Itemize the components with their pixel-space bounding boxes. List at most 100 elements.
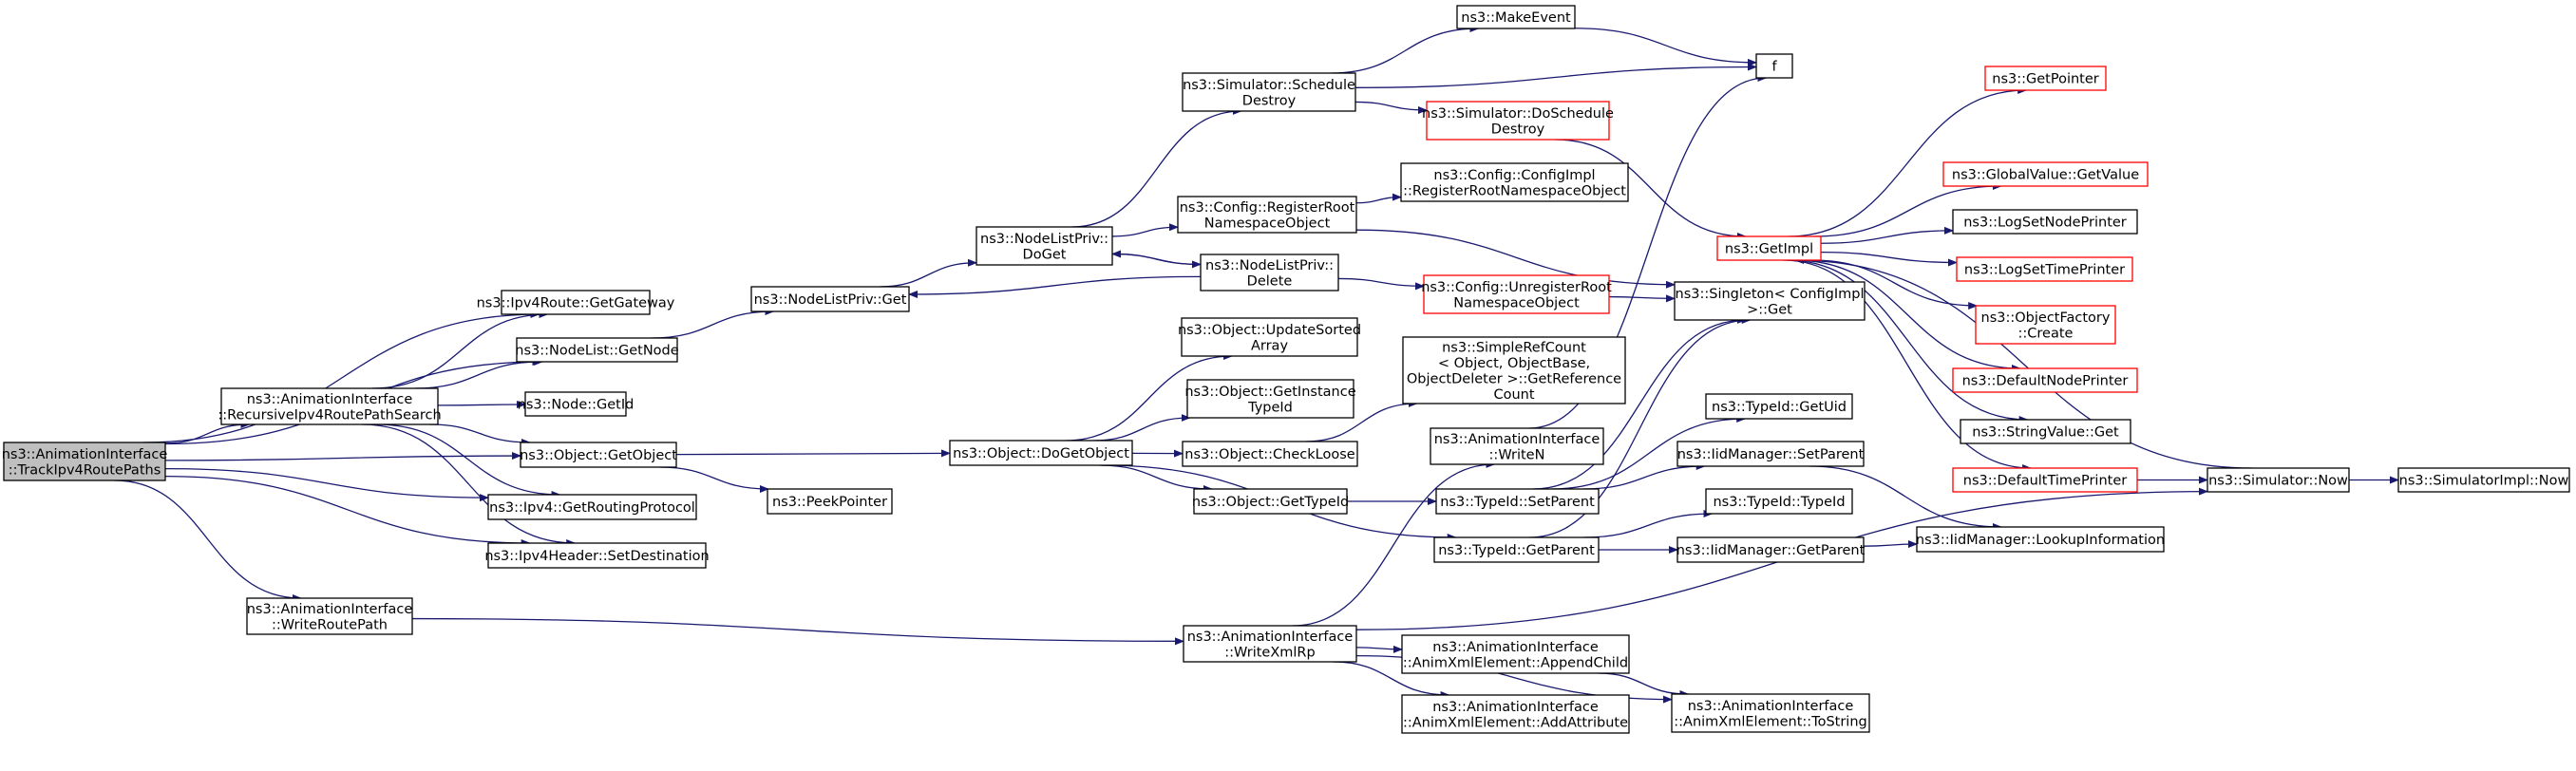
node-label: ::RecursiveIpv4RoutePathSearch	[218, 407, 441, 423]
node-simulatorNow[interactable]: ns3::Simulator::Now	[2207, 467, 2350, 493]
node-label: ::Create	[2018, 326, 2074, 341]
node-getPointer[interactable]: ns3::GetPointer	[1984, 66, 2107, 91]
edge-doGetObject-to-updateSorted	[1065, 352, 1234, 442]
node-setDestination[interactable]: ns3::Ipv4Header::SetDestination	[484, 542, 710, 569]
node-box	[1183, 625, 1357, 663]
node-label: ns3::Singleton< ConfigImpl	[1676, 287, 1865, 302]
node-unregisterRoot[interactable]: ns3::Config::UnregisterRootNamespaceObje…	[1421, 274, 1612, 314]
node-box	[1755, 53, 1793, 79]
node-makeEvent[interactable]: ns3::MakeEvent	[1456, 5, 1576, 29]
node-label: < Object, ObjectBase,	[1438, 356, 1590, 371]
edge-writeXmlRp-to-appendChild	[1355, 645, 1403, 653]
node-doGetObject[interactable]: ns3::Object::DoGetObject	[949, 440, 1133, 466]
node-typeIdGetParent[interactable]: ns3::TypeId::GetParent	[1433, 536, 1600, 563]
edge-makeEvent-to-f	[1574, 28, 1757, 66]
node-nodeListGetNode[interactable]: ns3::NodeList::GetNode	[515, 337, 679, 363]
node-singletonGet[interactable]: ns3::Singleton< ConfigImpl>::Get	[1674, 281, 1866, 321]
node-toString[interactable]: ns3::AnimationInterface::AnimXmlElement:…	[1671, 693, 1870, 733]
edge-typeIdSetParent-to-singletonGet	[1532, 316, 1747, 490]
node-appendChild[interactable]: ns3::AnimationInterface::AnimXmlElement:…	[1401, 634, 1630, 674]
node-label: ns3::Ipv4::GetRoutingProtocol	[489, 500, 695, 516]
node-nodeListPrivGet[interactable]: ns3::NodeListPriv::Get	[750, 286, 910, 312]
node-label: NamespaceObject	[1453, 295, 1580, 310]
node-writeXmlRp[interactable]: ns3::AnimationInterface::WriteXmlRp	[1183, 625, 1357, 663]
edge-typeIdGetParent-to-singletonGet	[1528, 316, 1752, 538]
edge-root-to-objGetObject	[164, 452, 521, 461]
node-peekPointer[interactable]: ns3::PeekPointer	[767, 488, 893, 515]
node-defaultNodePrinter[interactable]: ns3::DefaultNodePrinter	[1952, 367, 2138, 393]
node-box	[1960, 419, 2131, 444]
node-label: NamespaceObject	[1204, 216, 1331, 231]
node-box	[949, 440, 1133, 466]
node-writeRoutePath[interactable]: ns3::AnimationInterface::WriteRoutePath	[246, 597, 413, 635]
node-addAttribute[interactable]: ns3::AnimationInterface::AnimXmlElement:…	[1401, 694, 1630, 734]
node-recursive[interactable]: ns3::AnimationInterface::RecursiveIpv4Ro…	[218, 387, 442, 425]
node-logSetTimePrinter[interactable]: ns3::LogSetTimePrinter	[1956, 256, 2133, 282]
node-objGetObject[interactable]: ns3::Object::GetObject	[520, 442, 677, 468]
node-label: ns3::Node::GetId	[518, 398, 635, 413]
node-box	[3, 442, 166, 481]
edge-recursive-to-nodeGetId	[437, 401, 526, 409]
edge-getImpl-to-globalValueGetValue	[1813, 182, 2002, 237]
node-stringValueGet[interactable]: ns3::StringValue::Get	[1960, 419, 2131, 444]
node-label: ns3::MakeEvent	[1461, 10, 1571, 26]
edge-root-to-recursive	[164, 421, 251, 444]
node-box	[767, 488, 893, 515]
edge-iidGetParent-to-lookupInformation	[1863, 540, 1918, 549]
node-getRoutingProtocol[interactable]: ns3::Ipv4::GetRoutingProtocol	[487, 494, 697, 520]
node-label: ns3::Simulator::Schedule	[1183, 78, 1355, 93]
node-getImpl[interactable]: ns3::GetImpl	[1716, 235, 1822, 261]
node-lookupInformation[interactable]: ns3::IidManager::LookupInformation	[1916, 526, 2165, 553]
node-typeIdTypeId[interactable]: ns3::TypeId::TypeId	[1705, 488, 1853, 515]
node-iidSetParent[interactable]: ns3::IidManager::SetParent	[1676, 441, 1865, 467]
node-box	[1401, 694, 1630, 734]
node-objectFactoryCreate[interactable]: ns3::ObjectFactory::Create	[1975, 305, 2116, 345]
node-doGet[interactable]: ns3::NodeListPriv::DoGet	[975, 226, 1113, 266]
node-root[interactable]: ns3::AnimationInterface::TrackIpv4RouteP…	[2, 442, 168, 481]
node-nodeGetId[interactable]: ns3::Node::GetId	[518, 391, 635, 417]
node-simpleRefCount[interactable]: ns3::SimpleRefCount< Object, ObjectBase,…	[1402, 336, 1626, 404]
node-globalValueGetValue[interactable]: ns3::GlobalValue::GetValue	[1942, 161, 2149, 187]
node-label: Destroy	[1491, 122, 1545, 137]
node-box	[1401, 634, 1630, 674]
node-delete[interactable]: ns3::NodeListPriv::Delete	[1200, 254, 1339, 291]
node-box	[1186, 379, 1354, 419]
node-label: ns3::Ipv4Route::GetGateway	[477, 296, 675, 311]
node-label: ns3::DefaultTimePrinter	[1963, 474, 2127, 489]
node-box	[750, 286, 910, 312]
node-label: Count	[1493, 387, 1534, 403]
node-checkLoose[interactable]: ns3::Object::CheckLoose	[1182, 441, 1358, 467]
node-logSetNodePrinter[interactable]: ns3::LogSetNodePrinter	[1952, 209, 2138, 235]
node-typeIdGetUid[interactable]: ns3::TypeId::GetUid	[1705, 393, 1853, 420]
node-box	[1705, 393, 1853, 420]
node-getGateway[interactable]: ns3::Ipv4Route::GetGateway	[477, 290, 675, 315]
node-f[interactable]: f	[1755, 53, 1793, 79]
node-box	[1671, 693, 1870, 733]
node-configImplRegister[interactable]: ns3::Config::ConfigImpl::RegisterRootNam…	[1400, 162, 1629, 202]
edge-objGetObject-to-doGetObject	[675, 449, 951, 458]
edge-doGetObject-to-objGetTypeId	[1099, 464, 1213, 493]
node-iidGetParent[interactable]: ns3::IidManager::GetParent	[1676, 536, 1866, 563]
node-writeN[interactable]: ns3::AnimationInterface::WriteN	[1430, 427, 1604, 465]
edge-checkLoose-to-simpleRefCount	[1305, 400, 1418, 442]
node-label: ns3::NodeListPriv::Get	[754, 292, 907, 308]
node-registerRoot[interactable]: ns3::Config::RegisterRootNamespaceObject	[1177, 196, 1357, 234]
node-defaultTimePrinter[interactable]: ns3::DefaultTimePrinter	[1952, 467, 2138, 493]
edge-doGet-to-registerRoot	[1111, 223, 1179, 237]
edge-simulatorNow-to-getImpl	[1793, 256, 2253, 469]
node-box	[520, 442, 677, 468]
node-label: DoGet	[1023, 247, 1067, 262]
node-objGetTypeId[interactable]: ns3::Object::GetTypeId	[1192, 488, 1349, 515]
node-label: ns3::AnimationInterface	[1432, 640, 1599, 655]
node-label: ns3::Ipv4Header::SetDestination	[484, 549, 709, 564]
edge-recursive-to-setDestination	[362, 423, 577, 547]
node-box	[1956, 256, 2133, 282]
edge-writeXmlRp-to-addAttribute	[1333, 661, 1450, 699]
node-label: ns3::Object::DoGetObject	[953, 446, 1129, 461]
node-typeIdSetParent[interactable]: ns3::TypeId::SetParent	[1435, 488, 1600, 515]
node-simulatorImplNow[interactable]: ns3::SimulatorImpl::Now	[2397, 467, 2570, 493]
